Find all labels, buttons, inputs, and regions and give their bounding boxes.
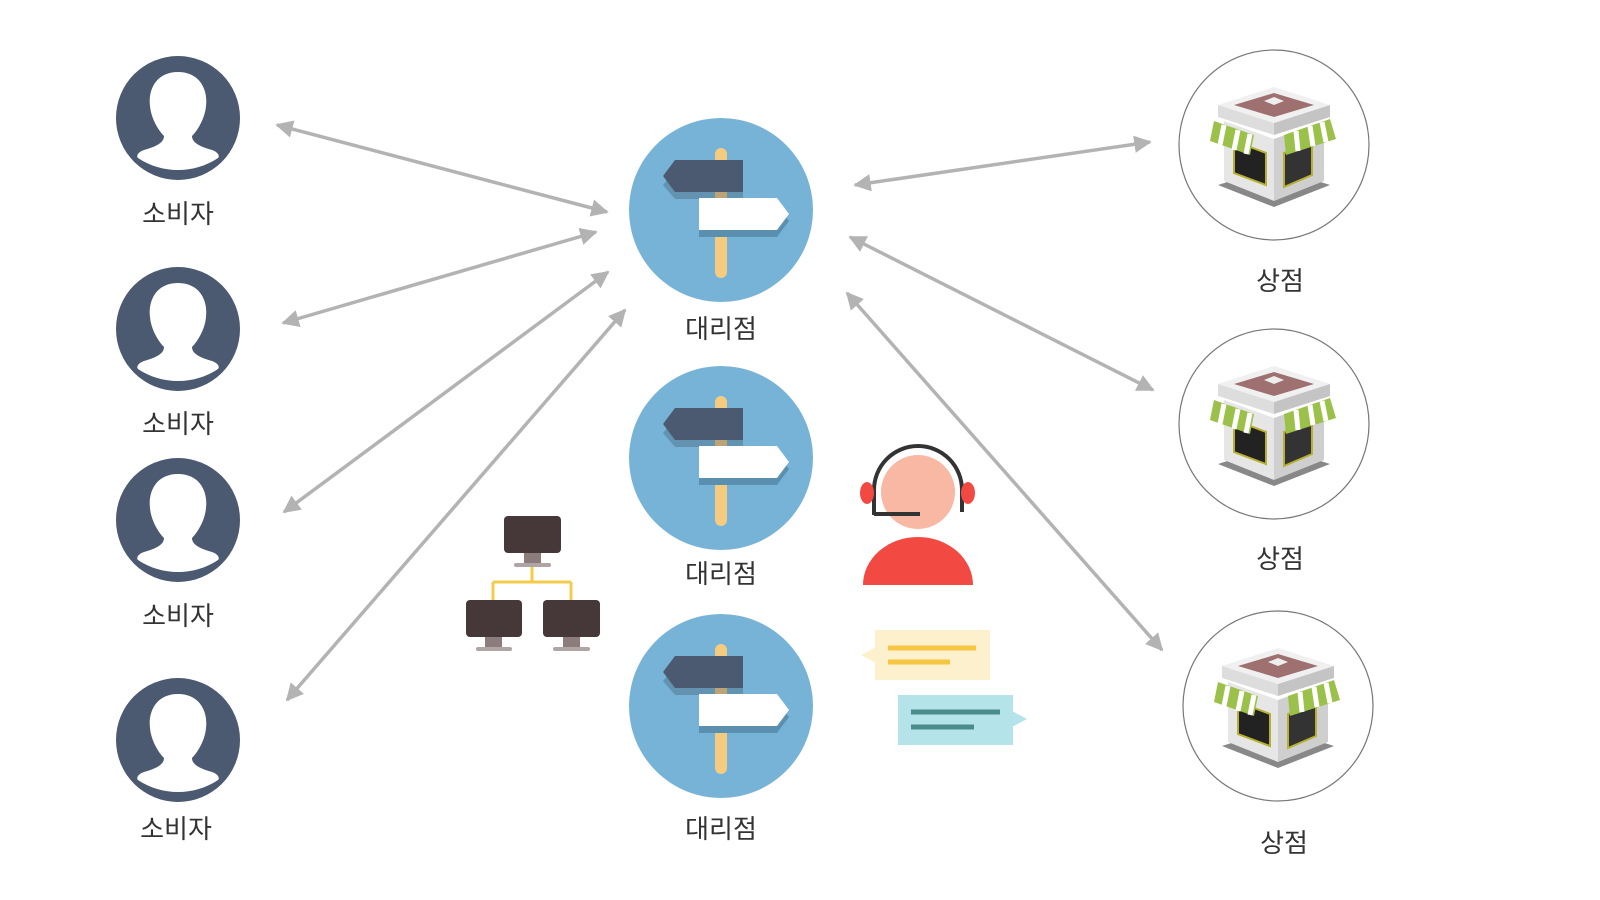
- chat-bubbles-icon: [861, 630, 1027, 745]
- agency-label: 대리점: [685, 315, 757, 345]
- consumer-label: 소비자: [142, 602, 214, 632]
- store-label: 상점: [1260, 829, 1308, 859]
- stores: 상점 상점 상점: [1179, 50, 1373, 859]
- store-icon: [1179, 50, 1369, 240]
- headset-agent-icon: [860, 444, 975, 585]
- signpost-icon: [629, 614, 813, 798]
- arrow-consumer-2: [281, 227, 598, 328]
- person-icon: [116, 267, 240, 391]
- person-icon: [116, 458, 240, 582]
- store-label: 상점: [1256, 267, 1304, 297]
- agency-label: 대리점: [685, 815, 757, 845]
- consumer-label: 소비자: [142, 410, 214, 440]
- agencies: 대리점 대리점 대리점: [629, 118, 813, 845]
- store-icon: [1183, 611, 1373, 801]
- store-label: 상점: [1256, 545, 1304, 575]
- arrow-consumer-4: [285, 308, 627, 702]
- signpost-icon: [629, 366, 813, 550]
- store-icon: [1179, 329, 1369, 519]
- consumer-label: 소비자: [140, 815, 212, 845]
- connection-arrows: [275, 120, 1164, 702]
- signpost-icon: [629, 118, 813, 302]
- arrow-store-3: [845, 291, 1164, 652]
- agency-label: 대리점: [685, 560, 757, 590]
- consumers: 소비자 소비자 소비자 소비자: [116, 56, 240, 845]
- network-icon: [466, 516, 600, 651]
- person-icon: [116, 56, 240, 180]
- person-icon: [116, 678, 240, 802]
- arrow-consumer-1: [275, 120, 609, 217]
- arrow-store-2: [848, 235, 1155, 392]
- arrow-store-1: [853, 135, 1152, 192]
- consumer-label: 소비자: [142, 200, 214, 230]
